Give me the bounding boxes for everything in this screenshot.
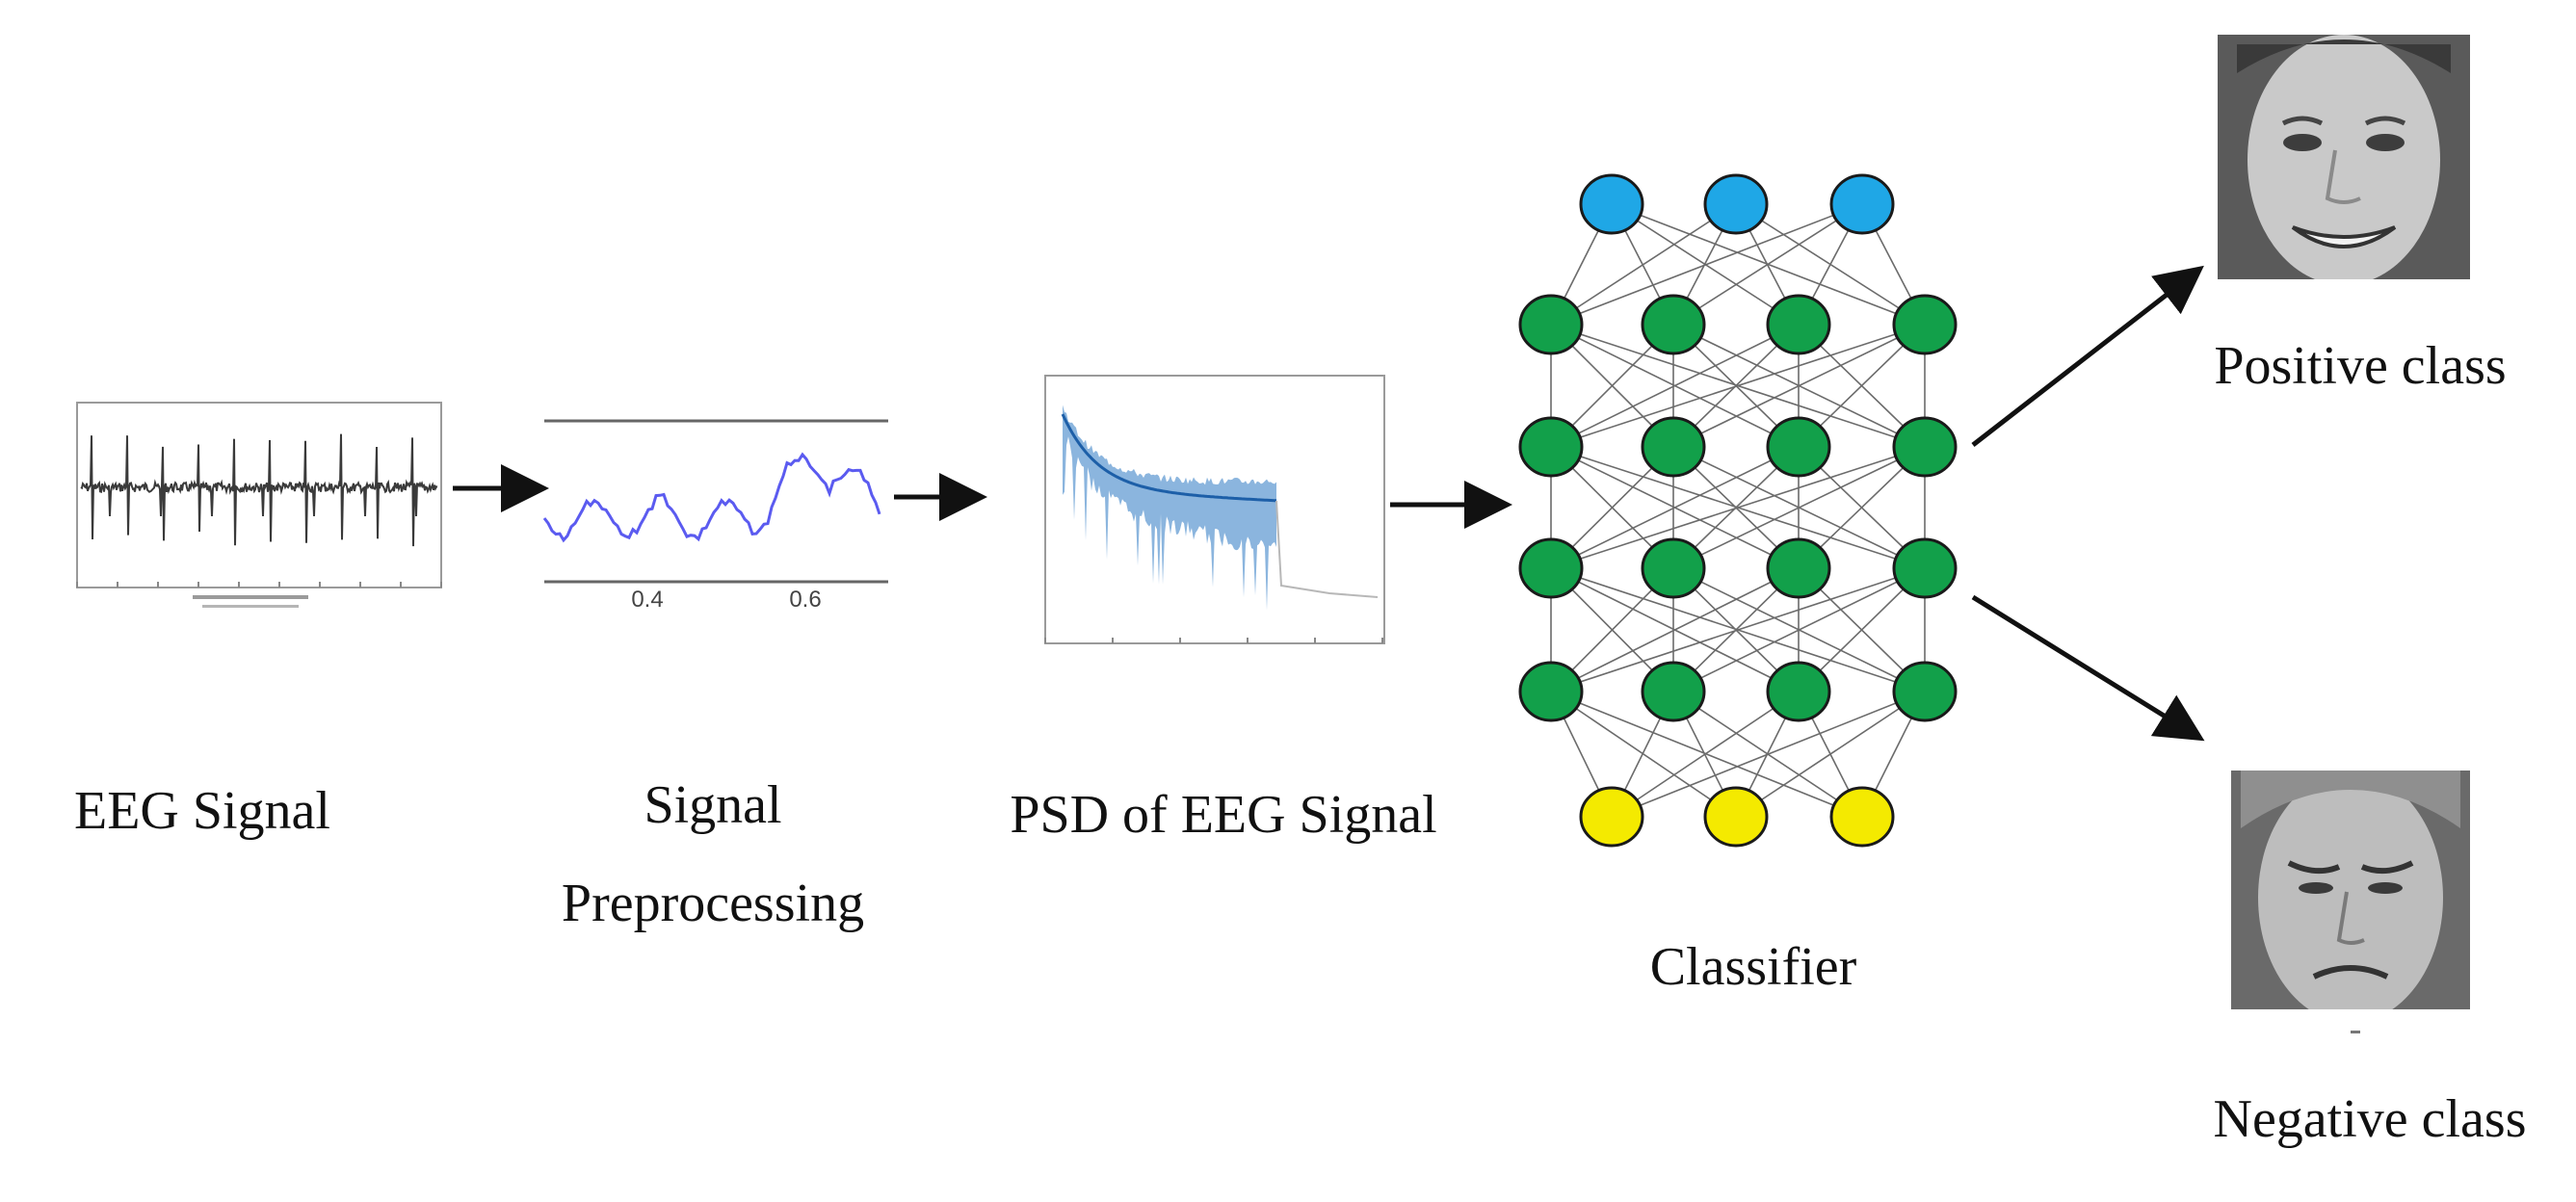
eeg-caption-smudge <box>202 605 299 608</box>
classifier-label: Classifier <box>1649 937 1857 997</box>
output-node <box>1703 173 1769 235</box>
network-edge <box>1550 446 1800 569</box>
hidden-node <box>1518 416 1584 478</box>
positive-face-drawing <box>2218 35 2470 279</box>
hidden-node <box>1641 537 1706 599</box>
preprocessing-tick-label: 0.6 <box>789 587 821 613</box>
network-edge <box>1550 203 1737 326</box>
eeg-xlabel-smudge <box>193 595 308 599</box>
hidden-node <box>1518 294 1584 355</box>
preprocessing-label-line1: Signal <box>644 775 782 835</box>
network-edges <box>1550 203 1926 818</box>
network-edge <box>1550 567 1800 692</box>
hidden-node <box>1892 294 1958 355</box>
network-edge <box>1550 567 1926 692</box>
hidden-node <box>1892 537 1958 599</box>
hidden-node <box>1641 416 1706 478</box>
network-edge <box>1672 324 1926 448</box>
preprocessing-tick-label: 0.4 <box>631 587 663 613</box>
network-edge <box>1611 691 1926 818</box>
negative-face-drawing <box>2231 771 2470 1009</box>
hidden-node <box>1518 661 1584 722</box>
hidden-node <box>1766 294 1831 355</box>
network-edge <box>1550 203 1863 326</box>
hidden-node <box>1892 416 1958 478</box>
output-node <box>1579 173 1644 235</box>
network-edge <box>1550 446 1926 569</box>
preprocessing-plot: 0.4 0.6 <box>542 419 888 613</box>
eeg-trace <box>80 433 438 547</box>
hidden-node <box>1641 294 1706 355</box>
psd-tail <box>1275 500 1379 598</box>
negative-class-label: Negative class <box>2213 1089 2527 1149</box>
eeg-signal-plot <box>76 402 442 608</box>
psd-axis-ticks <box>1044 638 1383 643</box>
psd-plot <box>1044 375 1385 644</box>
input-node <box>1579 786 1644 848</box>
network-edge <box>1550 691 1737 818</box>
hidden-node <box>1641 661 1706 722</box>
input-node <box>1703 786 1769 848</box>
eeg-axis-ticks <box>76 582 442 588</box>
output-node <box>1829 173 1895 235</box>
hidden-node <box>1518 537 1584 599</box>
preprocessing-signal-line <box>542 452 881 543</box>
preprocessing-label-line2: Preprocessing <box>561 874 865 933</box>
network-edge <box>1550 324 1800 448</box>
arrow-to-positive-class <box>1971 265 2204 447</box>
network-edge <box>1550 691 1863 818</box>
network-edge <box>1672 203 1863 326</box>
hidden-node <box>1766 416 1831 478</box>
negative-face-caption-mark <box>2351 1031 2360 1033</box>
negative-face-image <box>2231 771 2470 1009</box>
eeg-signal-label: EEG Signal <box>74 781 330 841</box>
positive-class-label: Positive class <box>2214 336 2507 396</box>
positive-face-image <box>2218 35 2470 279</box>
hidden-node <box>1766 661 1831 722</box>
hidden-node <box>1766 537 1831 599</box>
psd-line <box>1061 413 1277 503</box>
neural-network-classifier <box>1518 173 1958 848</box>
arrow-to-negative-class <box>1971 594 2205 742</box>
input-node <box>1829 786 1895 848</box>
network-edge <box>1672 446 1926 569</box>
network-edge <box>1672 567 1926 692</box>
psd-label: PSD of EEG Signal <box>1010 785 1437 845</box>
network-edge <box>1550 324 1926 448</box>
eeg-plot-frame <box>76 402 442 588</box>
psd-spread <box>1063 405 1276 611</box>
network-nodes <box>1518 173 1958 848</box>
network-edge <box>1735 691 1926 818</box>
hidden-node <box>1892 661 1958 722</box>
network-edge <box>1611 691 1800 818</box>
